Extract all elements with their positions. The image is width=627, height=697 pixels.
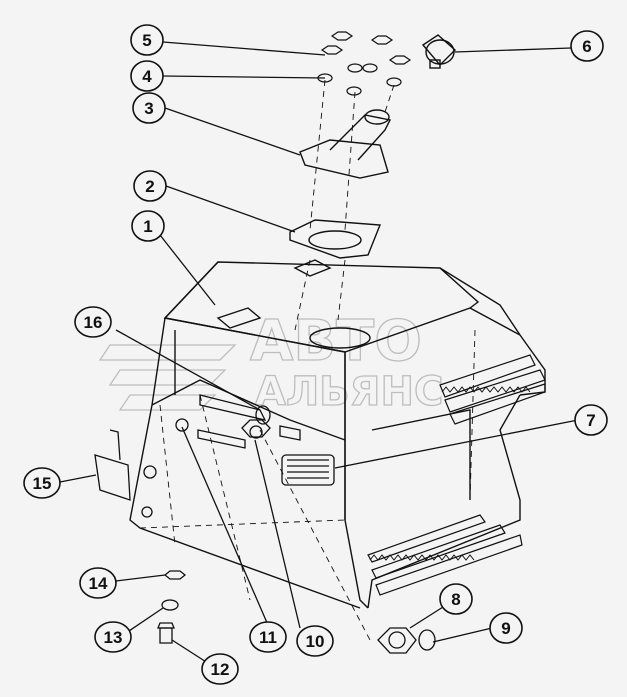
assembly-dash-lines bbox=[139, 79, 476, 641]
watermark: АВТО АЛЬЯНС bbox=[98, 308, 444, 416]
callout-labels: 5 4 3 2 1 6 7 16 15 14 13 12 11 10 8 9 bbox=[33, 31, 596, 679]
callout-10-circle bbox=[296, 625, 334, 657]
callout-1: 1 bbox=[143, 217, 152, 236]
watermark-line2: АЛЬЯНС bbox=[255, 369, 443, 415]
tank-body bbox=[129, 261, 546, 609]
drain-plug bbox=[377, 627, 436, 654]
callout-16-circle bbox=[74, 306, 112, 338]
filler-neck bbox=[299, 109, 392, 179]
drain-fittings bbox=[157, 570, 187, 644]
callout-11: 11 bbox=[259, 628, 277, 647]
callout-4: 4 bbox=[142, 67, 152, 86]
callout-7: 7 bbox=[586, 411, 595, 430]
callout-11-circle bbox=[249, 621, 287, 653]
callout-5-circle bbox=[130, 24, 164, 56]
callout-8-circle bbox=[439, 583, 473, 615]
callout-9: 9 bbox=[501, 619, 510, 638]
callout-8: 8 bbox=[451, 590, 460, 609]
cooling-fins bbox=[367, 354, 546, 596]
left-fittings bbox=[175, 394, 301, 449]
callout-6-circle bbox=[570, 30, 604, 62]
callout-12-circle bbox=[201, 653, 239, 685]
callout-9-circle bbox=[489, 612, 523, 644]
watermark-logo bbox=[98, 344, 237, 411]
fin-teeth bbox=[369, 386, 531, 561]
callout-10: 10 bbox=[306, 632, 325, 651]
callout-13: 13 bbox=[104, 628, 123, 647]
top-fasteners bbox=[317, 31, 412, 96]
callout-3: 3 bbox=[144, 99, 153, 118]
flange-gasket bbox=[289, 219, 382, 277]
callout-14-circle bbox=[79, 567, 117, 599]
callout-14: 14 bbox=[89, 574, 108, 593]
callout-2-circle bbox=[133, 170, 167, 202]
leader-lines bbox=[59, 41, 579, 668]
callout-13-circle bbox=[94, 621, 132, 653]
callout-5: 5 bbox=[142, 31, 151, 50]
callout-2: 2 bbox=[145, 177, 154, 196]
callout-16: 16 bbox=[84, 313, 103, 332]
sight-glass bbox=[281, 454, 335, 486]
filler-cap bbox=[421, 34, 457, 69]
callout-1-circle bbox=[131, 210, 165, 242]
callout-15: 15 bbox=[33, 474, 52, 493]
callout-12: 12 bbox=[211, 660, 230, 679]
callout-3-circle bbox=[132, 92, 166, 124]
callout-6: 6 bbox=[582, 37, 591, 56]
callout-15-circle bbox=[23, 467, 61, 499]
callout-7-circle bbox=[574, 404, 608, 436]
callout-4-circle bbox=[130, 60, 164, 92]
left-bracket bbox=[94, 429, 157, 518]
watermark-line1: АВТО bbox=[250, 309, 422, 374]
callouts bbox=[23, 24, 608, 685]
